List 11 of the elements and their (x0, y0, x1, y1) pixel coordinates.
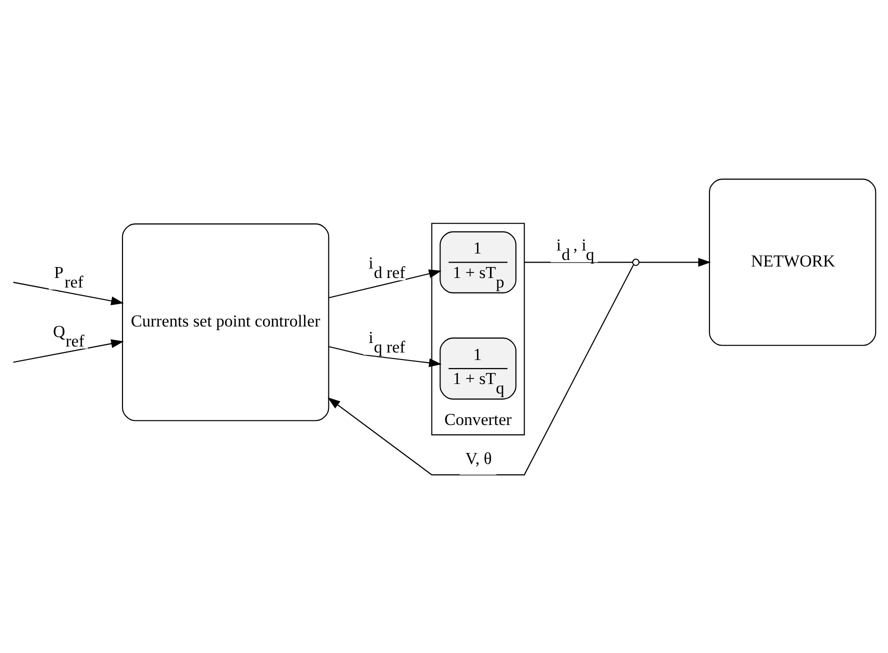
arrow (328, 346, 442, 367)
arrow (328, 268, 442, 298)
node-box: NETWORK (708, 178, 876, 346)
arrow (13, 281, 124, 305)
node-circle (632, 258, 640, 266)
node-box: Currents set point controller (122, 222, 330, 421)
arrow (13, 338, 124, 362)
connector (524, 261, 633, 262)
arrow (328, 264, 634, 475)
arrow (639, 257, 711, 266)
edge-label: V, θ (465, 448, 492, 468)
